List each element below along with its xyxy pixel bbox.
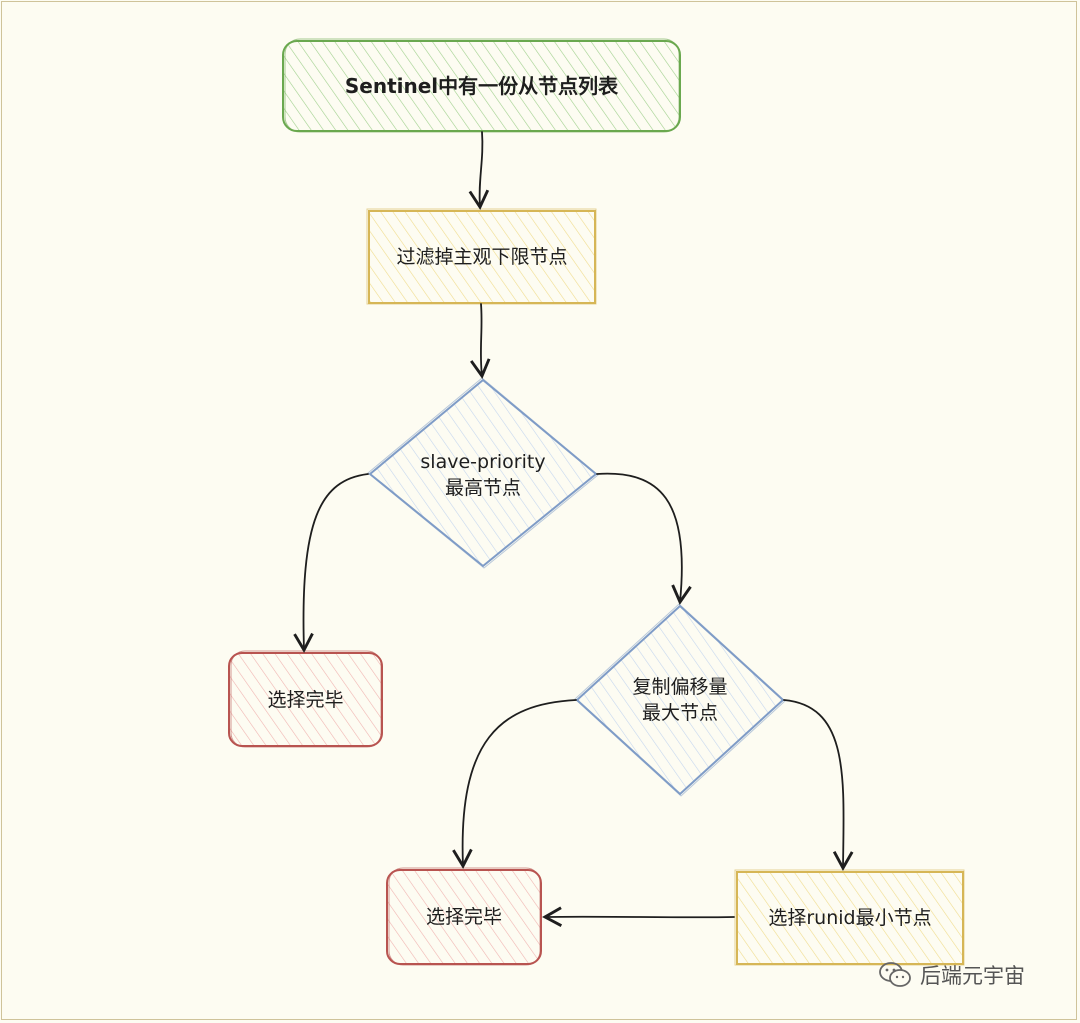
node-done-bottom-label: 选择完毕 [425,906,502,928]
watermark: 后端元宇宙 [878,955,1025,995]
node-filter-label: 过滤掉主观下限节点 [396,246,568,268]
arrow-start-to-filter [468,131,490,210]
node-priority-label: slave-priority 最高节点 [420,451,546,499]
node-start-label: Sentinel中有一份从节点列表 [344,74,619,98]
arrow-priority-to-done-left [293,473,369,653]
node-runid-label: 选择runid最小节点 [768,907,932,929]
node-offset-decision [574,603,786,797]
node-done-left-label: 选择完毕 [267,688,344,711]
arrow-offset-to-runid [783,699,854,871]
node-priority-decision [367,377,599,569]
arrow-offset-to-done-bottom [452,699,577,869]
node-runid [734,869,965,966]
node-offset-label: 复制偏移量 最大节点 [632,676,728,724]
arrow-priority-to-offset [596,472,692,605]
arrow-filter-to-priority [470,303,491,379]
wechat-icon [879,962,911,987]
watermark-text: 后端元宇宙 [920,964,1025,988]
arrow-runid-to-done-bottom [542,906,735,927]
